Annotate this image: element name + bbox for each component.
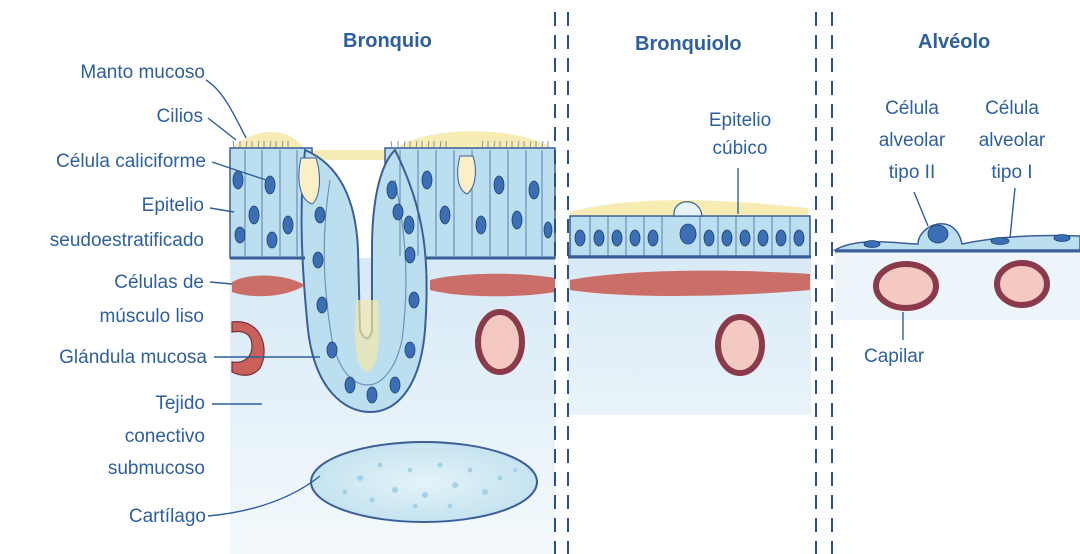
label-glandula-mucosa: Glándula mucosa — [59, 347, 207, 369]
bronquio-smooth-muscle-right — [430, 274, 555, 297]
label-conectivo: conectivo — [125, 426, 205, 448]
label-tipo2-line1: Célula — [862, 98, 962, 120]
bronquiolo-panel — [568, 200, 811, 415]
cartilage — [311, 442, 537, 522]
bronquio-panel — [230, 131, 555, 554]
label-tipo1-line3: tipo I — [962, 162, 1062, 184]
label-tejido: Tejido — [155, 393, 205, 415]
section-title-alveolo: Alvéolo — [918, 31, 990, 54]
label-cilios: Cilios — [157, 106, 203, 128]
label-epitelio-seudoestratificado: seudoestratificado — [50, 230, 204, 252]
label-capilar: Capilar — [864, 346, 924, 368]
bronquiolo-vessel — [718, 317, 762, 373]
section-title-bronquio: Bronquio — [343, 30, 432, 53]
label-epitelio: Epitelio — [142, 195, 204, 217]
label-manto-mucoso: Manto mucoso — [80, 62, 205, 84]
capillary — [997, 263, 1047, 305]
alveolo-panel — [835, 224, 1080, 320]
capillary — [876, 264, 936, 308]
label-epitelio-cubico-line2: cúbico — [700, 138, 780, 160]
label-celula-caliciforme: Célula caliciforme — [56, 151, 206, 173]
label-celulas-de: Células de — [114, 272, 204, 294]
label-tipo1-line2: alveolar — [962, 130, 1062, 152]
gland-secretion — [355, 300, 380, 372]
label-epitelio-cubico-line1: Epitelio — [700, 110, 780, 132]
bronquio-vessel — [478, 312, 522, 372]
label-tipo2-line2: alveolar — [862, 130, 962, 152]
section-title-bronquiolo: Bronquiolo — [635, 33, 742, 56]
label-tipo1-line1: Célula — [962, 98, 1062, 120]
label-tipo2-line3: tipo II — [862, 162, 962, 184]
label-submucoso: submucoso — [108, 458, 205, 480]
label-musculo-liso: músculo liso — [99, 306, 204, 328]
label-cartilago: Cartílago — [129, 506, 206, 528]
